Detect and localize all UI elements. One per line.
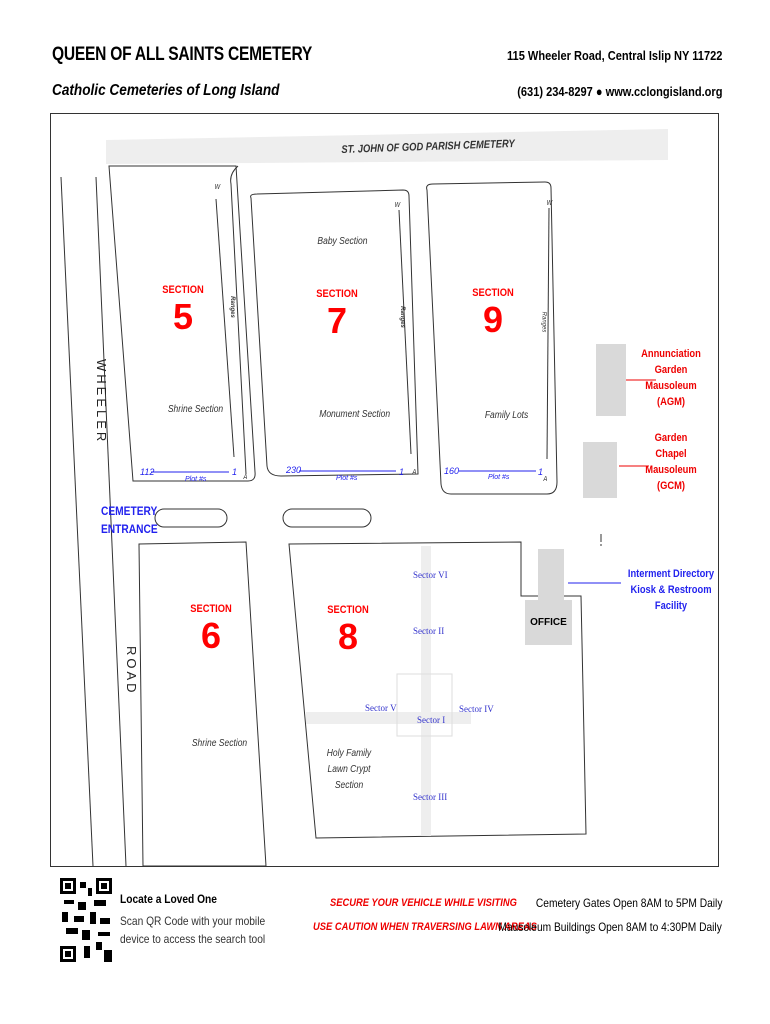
section-word: SECTION xyxy=(327,604,369,616)
section-7-note: Monument Section xyxy=(319,409,391,420)
section-number: 5 xyxy=(172,296,194,337)
plot-max: 160 xyxy=(444,466,460,476)
contact: (631) 234-8297 ● www.cclongisland.org xyxy=(516,84,722,99)
plot-label: Plot #s xyxy=(185,476,207,483)
office-building[interactable]: OFFICE xyxy=(525,600,572,645)
section-7-top-note: Baby Section xyxy=(317,236,368,247)
range-top-label: W xyxy=(214,184,221,191)
gcm-label: Garden Chapel Mausoleum (GCM) xyxy=(645,432,697,492)
qr-text: Scan QR Code with your mobile device to … xyxy=(120,914,266,946)
section-5-note: Shrine Section xyxy=(167,404,224,415)
sector-iv: Sector IV xyxy=(459,704,494,714)
section-number: 6 xyxy=(200,615,222,656)
section-6-note: Shrine Section xyxy=(191,738,248,749)
sector-ii: Sector II xyxy=(413,626,445,636)
hours-gates: Cemetery Gates Open 8AM to 5PM Daily xyxy=(535,896,722,910)
plot-min: 1 xyxy=(399,467,405,477)
kiosk-label: Interment Directory Kiosk & Restroom Fac… xyxy=(627,568,715,612)
address: 115 Wheeler Road, Central Islip NY 11722 xyxy=(506,48,722,63)
section-number: 7 xyxy=(326,300,348,341)
agm-building[interactable] xyxy=(596,344,626,416)
plot-label: Plot #s xyxy=(488,474,510,481)
range-bottom-label: A xyxy=(543,476,548,483)
north-strip xyxy=(106,129,668,164)
plot-min: 1 xyxy=(538,467,544,477)
ranges-label: Ranges xyxy=(540,311,547,333)
subtitle: Catholic Cemeteries of Long Island xyxy=(52,82,280,99)
cemetery-entrance: CEMETERY ENTRANCE xyxy=(101,504,158,536)
section-word: SECTION xyxy=(316,288,358,300)
range-bottom-label: A xyxy=(243,474,248,481)
agm-label: Annunciation Garden Mausoleum (AGM) xyxy=(641,348,701,408)
section-word: SECTION xyxy=(472,287,514,299)
range-top-label: W xyxy=(394,202,401,209)
sector-vi: Sector VI xyxy=(413,570,448,580)
section-number: 8 xyxy=(337,616,359,657)
range-bottom-label: A xyxy=(412,469,417,476)
plot-min: 1 xyxy=(232,467,238,477)
cemetery-map: ST. JOHN OF GOD PARISH CEMETERY WHEELER … xyxy=(50,113,719,867)
gcm-building[interactable] xyxy=(583,442,617,498)
qr-code[interactable] xyxy=(60,878,112,962)
warning-lawn: USE CAUTION WHEN TRAVERSING LAWN AREAS xyxy=(313,921,537,933)
section-number: 9 xyxy=(482,299,504,340)
plot-max: 230 xyxy=(286,465,302,475)
ranges-label: Ranges xyxy=(228,296,235,318)
section-9-note: Family Lots xyxy=(484,410,529,421)
road-label-wheeler: WHEELER xyxy=(94,359,109,445)
road-label-road: ROAD xyxy=(124,646,139,696)
plot-max: 112 xyxy=(140,467,155,477)
range-top-label: W xyxy=(546,200,553,207)
kiosk-building[interactable] xyxy=(538,549,564,601)
section-word: SECTION xyxy=(162,284,204,296)
map-lines xyxy=(60,129,668,866)
plot-label: Plot #s xyxy=(336,475,358,482)
sector-iii: Sector III xyxy=(413,792,448,802)
hours-mausoleum: Mausoleum Buildings Open 8AM to 4:30PM D… xyxy=(498,920,722,934)
sector-v: Sector V xyxy=(365,703,397,713)
qr-title: Locate a Loved One xyxy=(120,892,217,906)
section-word: SECTION xyxy=(190,603,232,615)
sector-i: Sector I xyxy=(417,715,446,725)
section-8-note: Holy Family Lawn Crypt Section xyxy=(326,748,372,791)
page-title: QUEEN OF ALL SAINTS CEMETERY xyxy=(52,44,313,65)
ranges-label: Ranges xyxy=(398,306,405,328)
warning-vehicle: SECURE YOUR VEHICLE WHILE VISITING xyxy=(330,897,517,909)
